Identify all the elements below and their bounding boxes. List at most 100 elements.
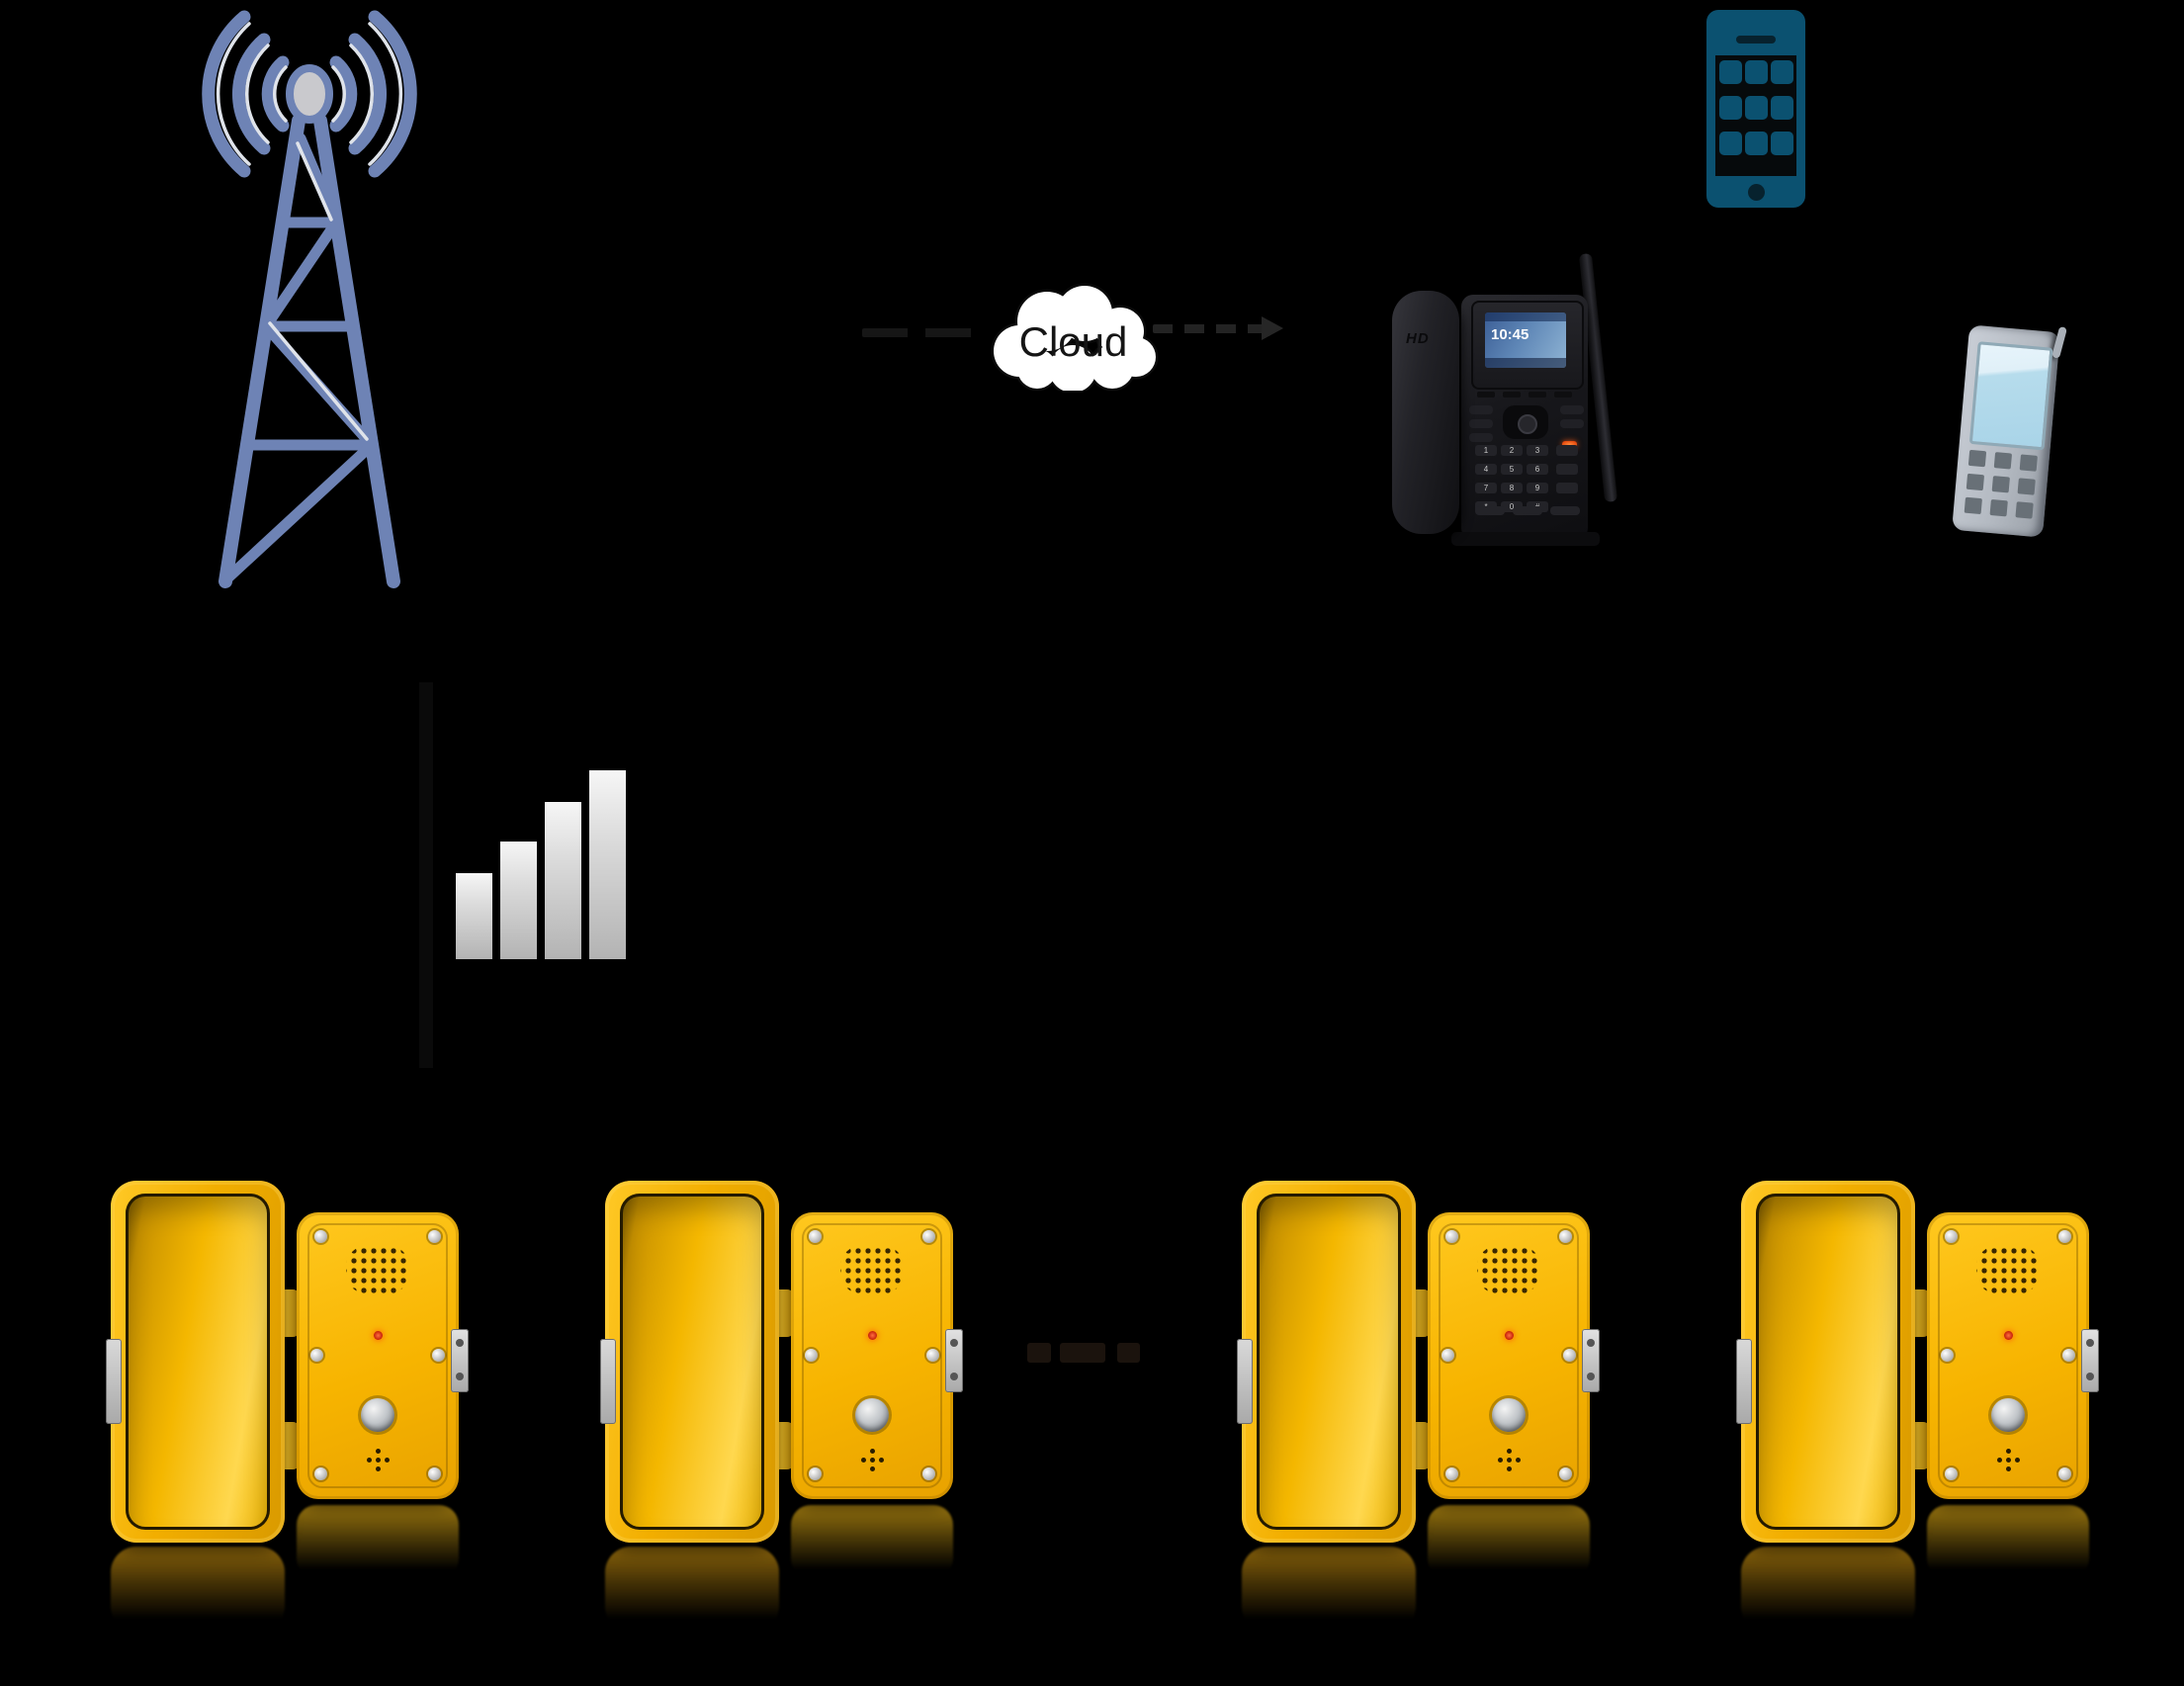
mobile-speaker-slot — [1736, 36, 1776, 44]
call-button — [855, 1398, 889, 1432]
ellipsis-dash — [1027, 1343, 1051, 1363]
cellphone-key — [1964, 496, 1982, 515]
weatherproof-telephone — [1237, 1173, 1610, 1647]
volume-key-row — [1475, 506, 1584, 515]
screw — [1559, 1467, 1572, 1480]
cell-tower-icon — [202, 10, 417, 588]
open-cover — [1736, 1181, 1915, 1543]
speaker-grille — [1477, 1244, 1540, 1295]
line-key — [1469, 405, 1493, 414]
cellphone-key — [1966, 473, 1985, 491]
panel-groove — [1938, 1223, 2078, 1488]
screw — [2062, 1349, 2075, 1362]
screw — [432, 1349, 445, 1362]
call-button — [1991, 1398, 2025, 1432]
cover-reflection — [1741, 1547, 1915, 1632]
call-button — [1492, 1398, 1526, 1432]
signal-bar — [456, 873, 492, 959]
cellphone-key — [1991, 476, 2010, 493]
screw — [1945, 1230, 1958, 1243]
microphone-holes — [870, 1458, 875, 1463]
cover-latch-plate — [106, 1339, 122, 1424]
cover-latch-plate — [1237, 1339, 1253, 1424]
cellphone-key — [2017, 478, 2036, 495]
cellphone-antenna — [2052, 325, 2068, 359]
screw — [805, 1349, 818, 1362]
cloud-icon — [991, 283, 1159, 391]
screw — [809, 1467, 822, 1480]
lcd-clock: 10:45 — [1491, 326, 1529, 343]
phone-front-panel — [791, 1212, 963, 1499]
function-key — [1560, 405, 1584, 414]
weatherproof-phone-3 — [1237, 1173, 1610, 1647]
phone-front-panel — [1927, 1212, 2099, 1499]
microphone-holes — [2006, 1458, 2011, 1463]
link-arrowhead-icon — [1262, 316, 1283, 340]
body-reflection — [297, 1505, 459, 1578]
app-grid — [1719, 60, 1793, 155]
side-latch — [1582, 1329, 1600, 1392]
mobile-screen — [1715, 55, 1796, 176]
side-latch — [2081, 1329, 2099, 1392]
signal-bars-icon — [450, 761, 648, 959]
call-button — [361, 1398, 394, 1432]
speaker-grille — [840, 1244, 904, 1295]
microphone-holes — [1507, 1458, 1512, 1463]
mobile-app-grid-icon — [1706, 10, 1805, 208]
app-grid-cell — [1745, 132, 1768, 155]
phone-front-panel — [1428, 1212, 1600, 1499]
cellphone-key — [2015, 501, 2034, 519]
screw — [1559, 1230, 1572, 1243]
cellphone-key — [1989, 498, 2008, 517]
screw — [428, 1467, 441, 1480]
status-led — [868, 1331, 877, 1340]
panel-groove — [1439, 1223, 1579, 1488]
screw — [922, 1230, 935, 1243]
screw — [2058, 1467, 2071, 1480]
app-grid-cell — [1719, 96, 1742, 120]
keypad-key: 8 — [1501, 483, 1523, 493]
keypad-key: 7 — [1475, 483, 1497, 493]
down-connector-line — [419, 682, 433, 1068]
app-grid-cell — [1771, 132, 1793, 155]
open-cover — [1237, 1181, 1416, 1543]
function-key — [1560, 419, 1584, 428]
cellphone-screen — [1968, 341, 2053, 451]
screw — [1941, 1349, 1954, 1362]
status-led — [374, 1331, 383, 1340]
screw — [1445, 1230, 1458, 1243]
weatherproof-telephone — [106, 1173, 479, 1647]
screw — [1441, 1349, 1454, 1362]
screw — [926, 1349, 939, 1362]
app-grid-cell — [1719, 132, 1742, 155]
keypad-key: 0 — [1501, 501, 1523, 512]
cover-reflection — [1242, 1547, 1416, 1632]
cover-reflection — [111, 1547, 285, 1632]
keypad-key: 1 — [1475, 445, 1497, 456]
screw — [1945, 1467, 1958, 1480]
screw — [314, 1230, 327, 1243]
screw — [922, 1467, 935, 1480]
screw — [1563, 1349, 1576, 1362]
hd-brand-mark: HD — [1406, 330, 1430, 347]
app-grid-cell — [1771, 60, 1793, 84]
keypad-key: 4 — [1475, 464, 1497, 475]
weatherproof-telephone — [1736, 1173, 2109, 1647]
message-led — [1562, 441, 1577, 448]
app-grid-cell — [1745, 60, 1768, 84]
weatherproof-phone-4 — [1736, 1173, 2109, 1647]
open-cover — [600, 1181, 779, 1543]
side-latch — [945, 1329, 963, 1392]
cover-cavity — [620, 1194, 764, 1530]
ellipsis-dash — [1117, 1343, 1140, 1363]
body-reflection — [791, 1505, 953, 1578]
signal-bar — [500, 842, 537, 959]
line-key — [1469, 433, 1493, 442]
cellphone-key — [2019, 454, 2038, 472]
cover-cavity — [1257, 1194, 1401, 1530]
weatherproof-telephone — [600, 1173, 973, 1647]
cover-cavity — [126, 1194, 270, 1530]
phone-lcd: 10:45 — [1485, 312, 1566, 368]
